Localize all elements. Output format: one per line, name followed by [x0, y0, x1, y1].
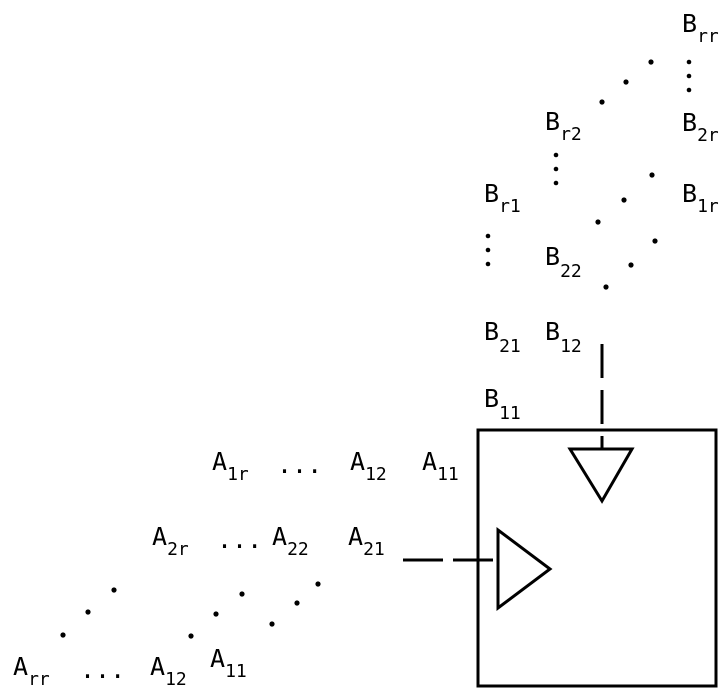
a-dots-diagonal-center — [188, 591, 245, 639]
label-b-22: B22 — [545, 242, 582, 282]
label-b-1r: B1r — [682, 179, 719, 217]
input-a-triangle — [496, 527, 553, 611]
b-dots-vertical-rr-2r — [686, 59, 692, 93]
label-a-22: A22 — [272, 522, 309, 560]
a-dots-diagonal-right — [269, 581, 321, 627]
label-b-21: B21 — [484, 317, 521, 357]
b-dots-vertical-r2-r1 — [553, 152, 559, 186]
label-a-11-bottom: A11 — [210, 644, 247, 682]
ellipsis-row-3: ... — [80, 655, 125, 684]
label-a-1r: A1r — [212, 447, 249, 485]
label-b-r1: Br1 — [484, 179, 521, 217]
label-a-21: A21 — [348, 522, 385, 560]
label-b-12: B12 — [545, 317, 582, 357]
label-b-r2: Br2 — [545, 107, 582, 145]
label-a-11-top: A11 — [422, 447, 459, 485]
b-dots-vertical-r1 — [485, 233, 491, 267]
label-a-12-bottom: A12 — [150, 652, 187, 690]
label-b-2r: B2r — [682, 108, 719, 146]
label-a-rr: Arr — [13, 652, 50, 690]
b-dots-diagonal-top — [599, 59, 654, 105]
label-a-12-top: A12 — [350, 447, 387, 485]
input-b-triangle — [567, 447, 635, 504]
label-b-11: B11 — [484, 384, 521, 424]
b-dots-diagonal-middle — [595, 172, 655, 225]
processing-cell-box — [476, 428, 718, 688]
ellipsis-row-1: ... — [277, 450, 322, 479]
ellipsis-row-2: ... — [217, 525, 262, 554]
a-dots-diagonal-left — [60, 587, 117, 638]
b-dots-diagonal-bottom — [603, 238, 658, 290]
label-b-rr: Brr — [682, 9, 719, 47]
label-a-2r: A2r — [152, 522, 189, 560]
